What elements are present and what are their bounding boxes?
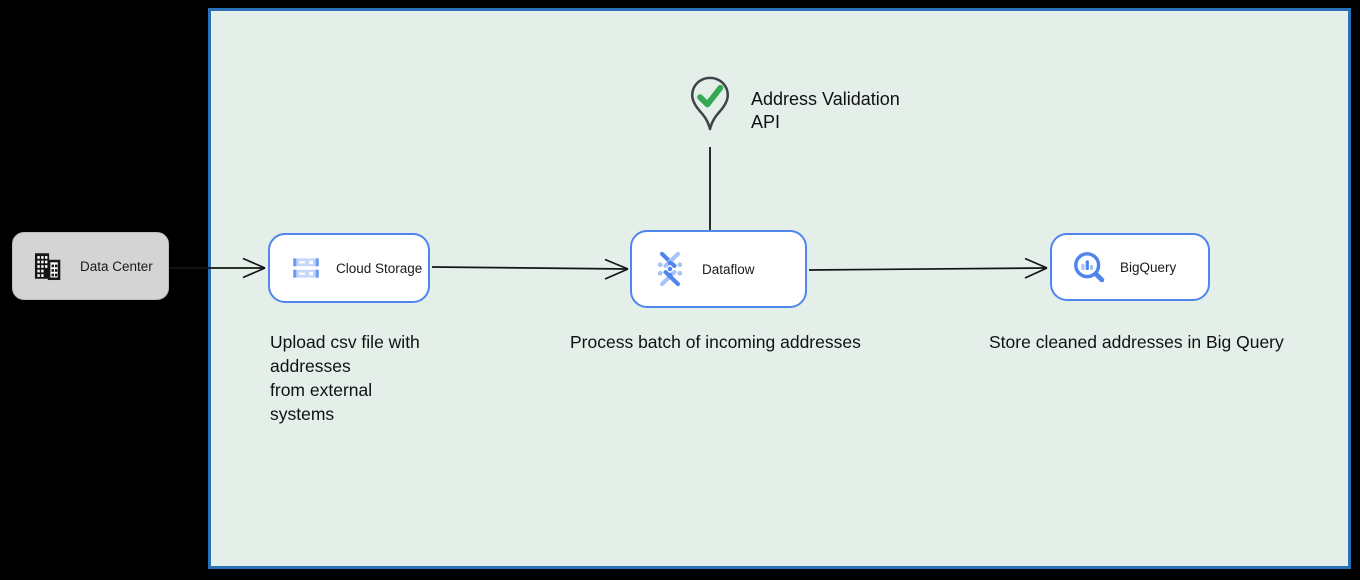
caption-cloud-storage: Upload csv file with addresses from exte…	[270, 332, 420, 424]
node-bigquery[interactable]: BigQuery	[1050, 233, 1210, 301]
address-validation-label: Address Validation API	[751, 89, 900, 132]
caption-bigquery: Store cleaned addresses in Big Query	[989, 332, 1284, 352]
bigquery-icon	[1074, 252, 1105, 283]
data-center-label: Data Center	[80, 258, 153, 274]
node-cloud-storage[interactable]: Cloud Storage	[268, 233, 430, 303]
node-dataflow[interactable]: Dataflow	[630, 230, 807, 308]
map-pin-check-icon	[687, 74, 733, 136]
node-data-center[interactable]: Data Center	[12, 232, 169, 300]
building-icon	[34, 253, 61, 281]
dataflow-icon	[657, 251, 683, 287]
cloud-storage-label: Cloud Storage	[336, 260, 423, 276]
cloud-storage-icon	[293, 258, 319, 278]
bigquery-label: BigQuery	[1120, 259, 1177, 275]
dataflow-label: Dataflow	[702, 261, 755, 277]
caption-dataflow: Process batch of incoming addresses	[570, 332, 861, 352]
